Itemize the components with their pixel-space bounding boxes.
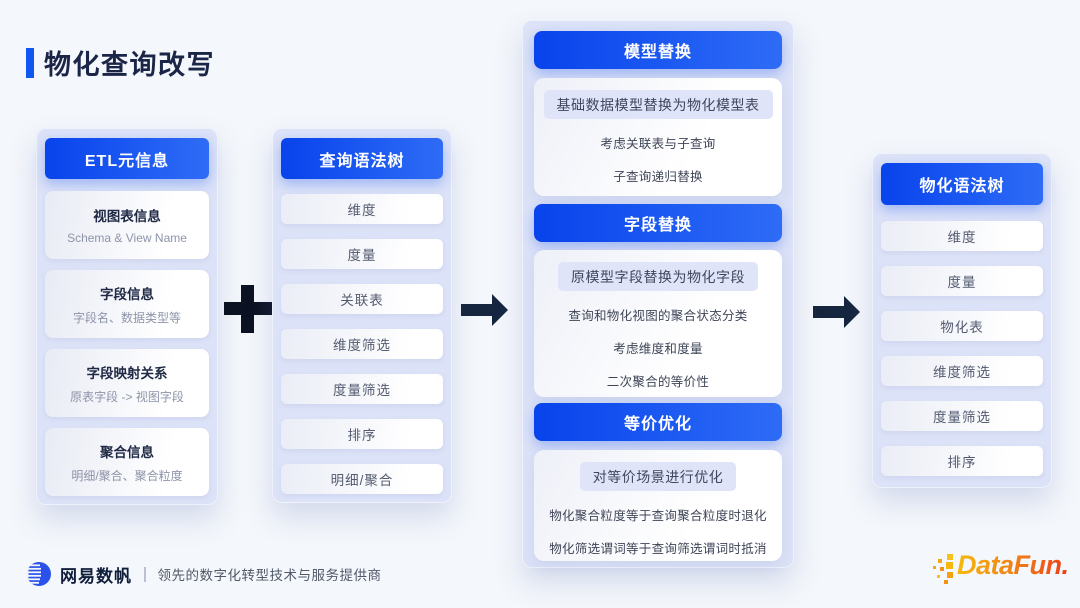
tree-item: 度量筛选	[281, 374, 443, 404]
tree-item: 维度	[881, 221, 1043, 251]
card-title: 字段信息	[100, 286, 154, 302]
etl-card-aggregation-info: 聚合信息 明细/聚合、聚合粒度	[45, 428, 209, 496]
rewrite-steps-panel: 模型替换 基础数据模型替换为物化模型表 考虑关联表与子查询 子查询递归替换 字段…	[522, 20, 794, 568]
tree-item: 度量	[281, 239, 443, 269]
materialized-syntax-tree-panel: 物化语法树 维度 度量 物化表 维度筛选 度量筛选 排序	[872, 153, 1052, 488]
mat-tree-item-list: 维度 度量 物化表 维度筛选 度量筛选 排序	[881, 221, 1043, 476]
right-arrow-icon	[813, 296, 860, 328]
netease-shufan-logo-icon	[27, 562, 51, 586]
etl-meta-panel: ETL元信息 视图表信息 Schema & View Name 字段信息 字段名…	[36, 128, 218, 505]
field-replace-header: 字段替换	[534, 204, 782, 242]
datafun-logo: DataFun.	[931, 550, 1069, 587]
tree-item: 关联表	[281, 284, 443, 314]
arrow-shaft	[461, 304, 492, 316]
etl-card-field-mapping: 字段映射关系 原表字段 -> 视图字段	[45, 349, 209, 417]
page-title: 物化查询改写	[44, 50, 215, 80]
query-syntax-tree-panel: 查询语法树 维度 度量 关联表 维度筛选 度量筛选 排序 明细/聚合	[272, 128, 452, 503]
detail-line: 物化筛选谓词等于查询筛选谓词时抵消	[549, 542, 767, 556]
plus-icon	[224, 285, 272, 333]
detail-line: 考虑关联表与子查询	[600, 137, 716, 151]
tree-item: 度量筛选	[881, 401, 1043, 431]
card-title: 字段映射关系	[86, 365, 168, 381]
right-arrow-icon	[461, 294, 508, 326]
datafun-wordmark: DataFun.	[957, 550, 1069, 580]
detail-line: 考虑维度和度量	[613, 342, 703, 356]
field-replace-card: 原模型字段替换为物化字段 查询和物化视图的聚合状态分类 考虑维度和度量 二次聚合…	[534, 250, 782, 397]
card-subtitle: Schema & View Name	[67, 231, 187, 245]
tree-item: 维度筛选	[281, 329, 443, 359]
etl-panel-header: ETL元信息	[45, 138, 209, 179]
card-title: 视图表信息	[93, 209, 161, 224]
equivalence-opt-pill: 对等价场景进行优化	[579, 462, 737, 491]
brand-divider	[144, 566, 146, 582]
brand-name: 网易数帆	[60, 566, 132, 586]
etl-card-list: 视图表信息 Schema & View Name 字段信息 字段名、数据类型等 …	[45, 191, 209, 496]
tree-item: 排序	[281, 419, 443, 449]
datafun-mosaic-icon	[933, 554, 953, 584]
tree-item: 明细/聚合	[281, 464, 443, 494]
equivalence-opt-card: 对等价场景进行优化 物化聚合粒度等于查询聚合粒度时退化 物化筛选谓词等于查询筛选…	[534, 450, 782, 561]
model-replace-header: 模型替换	[534, 31, 782, 69]
tree-item: 维度	[281, 194, 443, 224]
tree-item: 度量	[881, 266, 1043, 296]
etl-card-field-info: 字段信息 字段名、数据类型等	[45, 270, 209, 338]
brand-tagline: 领先的数字化转型技术与服务提供商	[157, 568, 382, 583]
card-subtitle: 原表字段 -> 视图字段	[70, 389, 184, 404]
page-title-block: 物化查询改写	[26, 43, 215, 82]
field-replace-pill: 原模型字段替换为物化字段	[558, 262, 758, 291]
card-subtitle: 明细/聚合、聚合粒度	[71, 468, 183, 483]
arrow-shaft	[813, 306, 844, 318]
etl-card-view-info: 视图表信息 Schema & View Name	[45, 191, 209, 259]
arrow-head	[844, 296, 860, 328]
query-tree-item-list: 维度 度量 关联表 维度筛选 度量筛选 排序 明细/聚合	[281, 194, 443, 494]
detail-line: 物化聚合粒度等于查询聚合粒度时退化	[549, 509, 767, 523]
title-accent-bar	[26, 47, 34, 78]
tree-item: 物化表	[881, 311, 1043, 341]
footer-brand-lockup: 网易数帆 领先的数字化转型技术与服务提供商	[26, 560, 382, 588]
equivalence-opt-header: 等价优化	[534, 403, 782, 441]
detail-line: 查询和物化视图的聚合状态分类	[568, 309, 748, 323]
mat-tree-header: 物化语法树	[881, 163, 1043, 205]
model-replace-pill: 基础数据模型替换为物化模型表	[543, 90, 773, 119]
card-subtitle: 字段名、数据类型等	[72, 310, 181, 325]
tree-item: 维度筛选	[881, 356, 1043, 386]
tree-item: 排序	[881, 446, 1043, 476]
detail-line: 二次聚合的等价性	[606, 375, 710, 389]
arrow-head	[492, 294, 508, 326]
model-replace-card: 基础数据模型替换为物化模型表 考虑关联表与子查询 子查询递归替换	[534, 78, 782, 196]
card-title: 聚合信息	[100, 444, 154, 460]
detail-line: 子查询递归替换	[613, 170, 703, 184]
query-tree-header: 查询语法树	[281, 138, 443, 179]
